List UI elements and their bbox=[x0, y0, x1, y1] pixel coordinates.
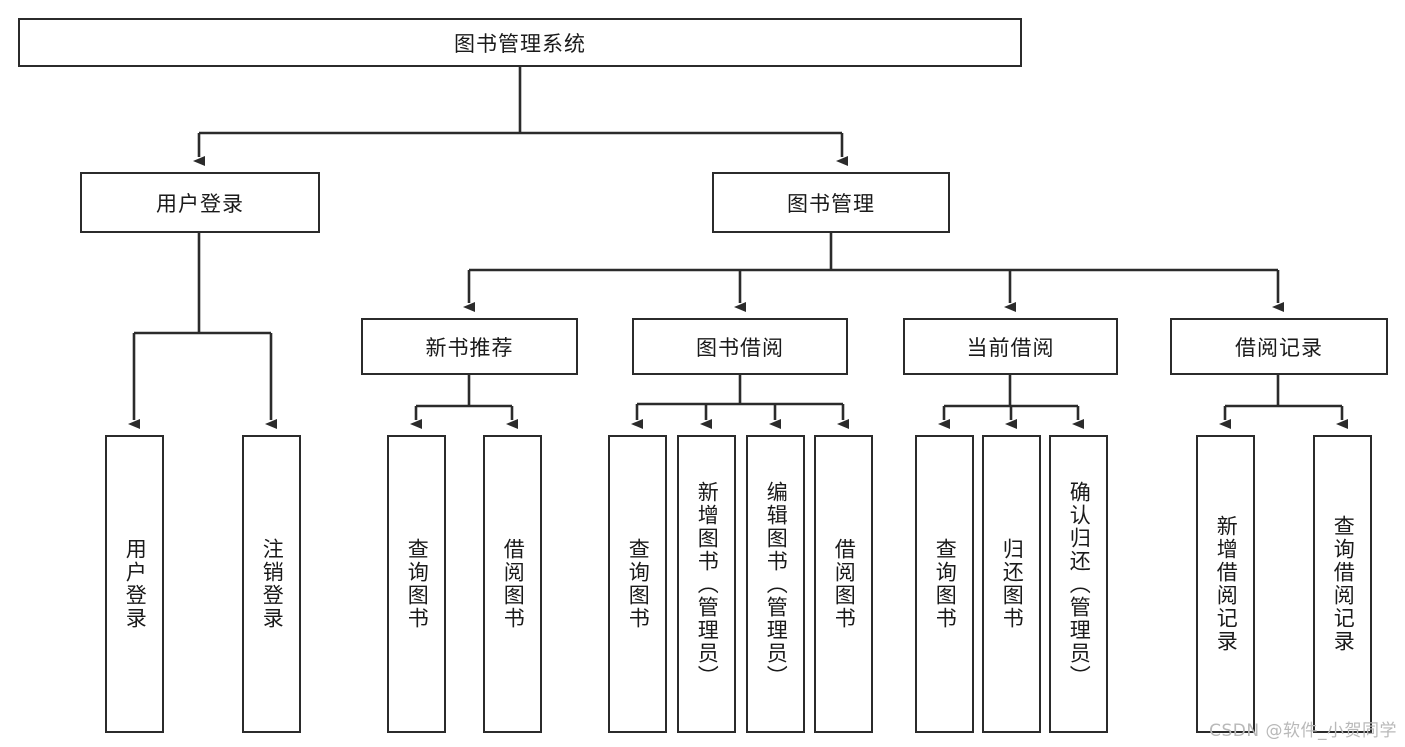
node-leaf-query-book-2[interactable]: 查询图书 bbox=[608, 435, 667, 733]
node-leaf-add-book[interactable]: 新增图书（管理员） bbox=[677, 435, 736, 733]
node-user-login-label: 用户登录 bbox=[156, 191, 244, 216]
node-book-management-label: 图书管理 bbox=[787, 191, 875, 216]
node-book-management[interactable]: 图书管理 bbox=[712, 172, 950, 233]
node-leaf-edit-book[interactable]: 编辑图书（管理员） bbox=[746, 435, 805, 733]
node-leaf-query-book-2-label: 查询图书 bbox=[626, 538, 651, 630]
node-leaf-user-login-label: 用户登录 bbox=[123, 538, 148, 630]
node-leaf-borrow-book-1-label: 借阅图书 bbox=[501, 538, 526, 630]
watermark-text: CSDN @软件_小贺同学 bbox=[1209, 721, 1397, 741]
node-leaf-borrow-book-2-label: 借阅图书 bbox=[832, 538, 857, 630]
node-leaf-user-logout[interactable]: 注销登录 bbox=[242, 435, 301, 733]
node-book-borrow[interactable]: 图书借阅 bbox=[632, 318, 848, 375]
node-leaf-query-record-label: 查询借阅记录 bbox=[1331, 515, 1356, 653]
node-leaf-borrow-book-1[interactable]: 借阅图书 bbox=[483, 435, 542, 733]
node-current-borrow-label: 当前借阅 bbox=[966, 335, 1055, 360]
node-leaf-add-record[interactable]: 新增借阅记录 bbox=[1196, 435, 1255, 733]
node-leaf-confirm-return-label: 确认归还（管理员） bbox=[1067, 480, 1092, 688]
node-leaf-query-book-3-label: 查询图书 bbox=[933, 538, 958, 630]
node-leaf-query-book-1[interactable]: 查询图书 bbox=[387, 435, 446, 733]
node-new-book-recommend-label: 新书推荐 bbox=[425, 335, 514, 360]
node-root-label: 图书管理系统 bbox=[454, 31, 586, 56]
node-leaf-borrow-book-2[interactable]: 借阅图书 bbox=[814, 435, 873, 733]
node-leaf-edit-book-label: 编辑图书（管理员） bbox=[764, 480, 789, 688]
node-book-borrow-label: 图书借阅 bbox=[696, 335, 784, 360]
node-leaf-query-book-3[interactable]: 查询图书 bbox=[915, 435, 974, 733]
node-new-book-recommend[interactable]: 新书推荐 bbox=[361, 318, 578, 375]
node-leaf-user-login[interactable]: 用户登录 bbox=[105, 435, 164, 733]
node-user-login[interactable]: 用户登录 bbox=[80, 172, 320, 233]
node-leaf-query-book-1-label: 查询图书 bbox=[405, 538, 430, 630]
node-root[interactable]: 图书管理系统 bbox=[18, 18, 1022, 67]
node-current-borrow[interactable]: 当前借阅 bbox=[903, 318, 1118, 375]
node-leaf-return-book[interactable]: 归还图书 bbox=[982, 435, 1041, 733]
node-borrow-record[interactable]: 借阅记录 bbox=[1170, 318, 1388, 375]
node-leaf-add-book-label: 新增图书（管理员） bbox=[695, 480, 720, 688]
node-leaf-query-record[interactable]: 查询借阅记录 bbox=[1313, 435, 1372, 733]
node-leaf-confirm-return[interactable]: 确认归还（管理员） bbox=[1049, 435, 1108, 733]
node-leaf-return-book-label: 归还图书 bbox=[1000, 538, 1025, 630]
node-leaf-add-record-label: 新增借阅记录 bbox=[1214, 515, 1239, 653]
node-leaf-user-logout-label: 注销登录 bbox=[260, 538, 285, 630]
node-borrow-record-label: 借阅记录 bbox=[1235, 335, 1323, 360]
